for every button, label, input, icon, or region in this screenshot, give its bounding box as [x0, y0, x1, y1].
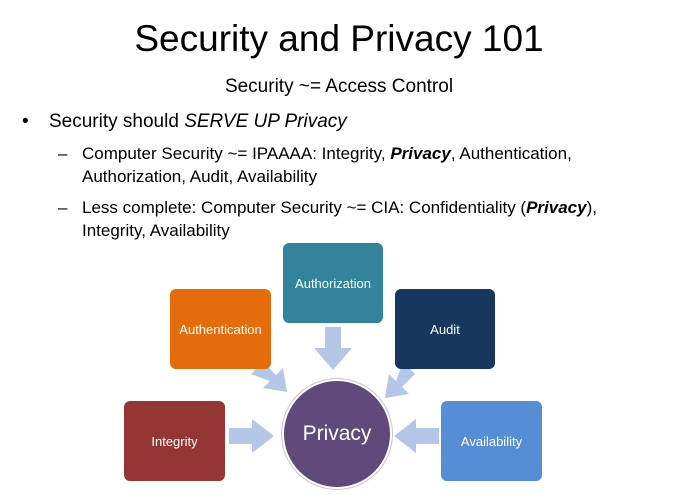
main-bullet-prefix: Security should	[49, 111, 185, 132]
box-integrity: Integrity	[124, 401, 225, 481]
subbullet-post: ), Integrity, Availability	[82, 198, 597, 240]
subbullet-pre: Computer Security ~= IPAAAA: Integrity,	[82, 144, 391, 163]
subbullet-marker: –	[58, 144, 68, 163]
arrow-audit	[385, 362, 415, 398]
arrow-availability	[394, 419, 439, 453]
arrow-integrity	[229, 419, 274, 453]
subbullet-post: , Authentication, Authorization, Audit, …	[82, 144, 572, 186]
slide-subtitle: Security ~= Access Control	[224, 76, 454, 97]
box-authorization: Authorization	[283, 243, 383, 323]
arrow-authorization	[314, 327, 352, 370]
subbullet-text: Less complete: Computer Security ~= CIA:…	[82, 196, 662, 242]
subbullet-marker: –	[58, 198, 68, 217]
main-bullet-text: Security should SERVE UP Privacy	[49, 109, 347, 135]
box-authentication: Authentication	[170, 289, 271, 369]
subbullet-emphasis: Privacy	[390, 144, 451, 163]
privacy-circle: Privacy	[282, 379, 392, 489]
subbullet-emphasis: Privacy	[526, 198, 587, 217]
subbullet-pre: Less complete: Computer Security ~= CIA:…	[82, 198, 527, 217]
slide-title: Security and Privacy 101	[134, 18, 544, 59]
subbullet-text: Computer Security ~= IPAAAA: Integrity, …	[82, 142, 662, 188]
arrow-authentication	[251, 362, 287, 392]
box-audit: Audit	[395, 289, 495, 369]
main-bullet-emphasis: SERVE UP Privacy	[184, 111, 347, 132]
box-availability: Availability	[441, 401, 542, 481]
bullet-marker: •	[22, 111, 29, 132]
